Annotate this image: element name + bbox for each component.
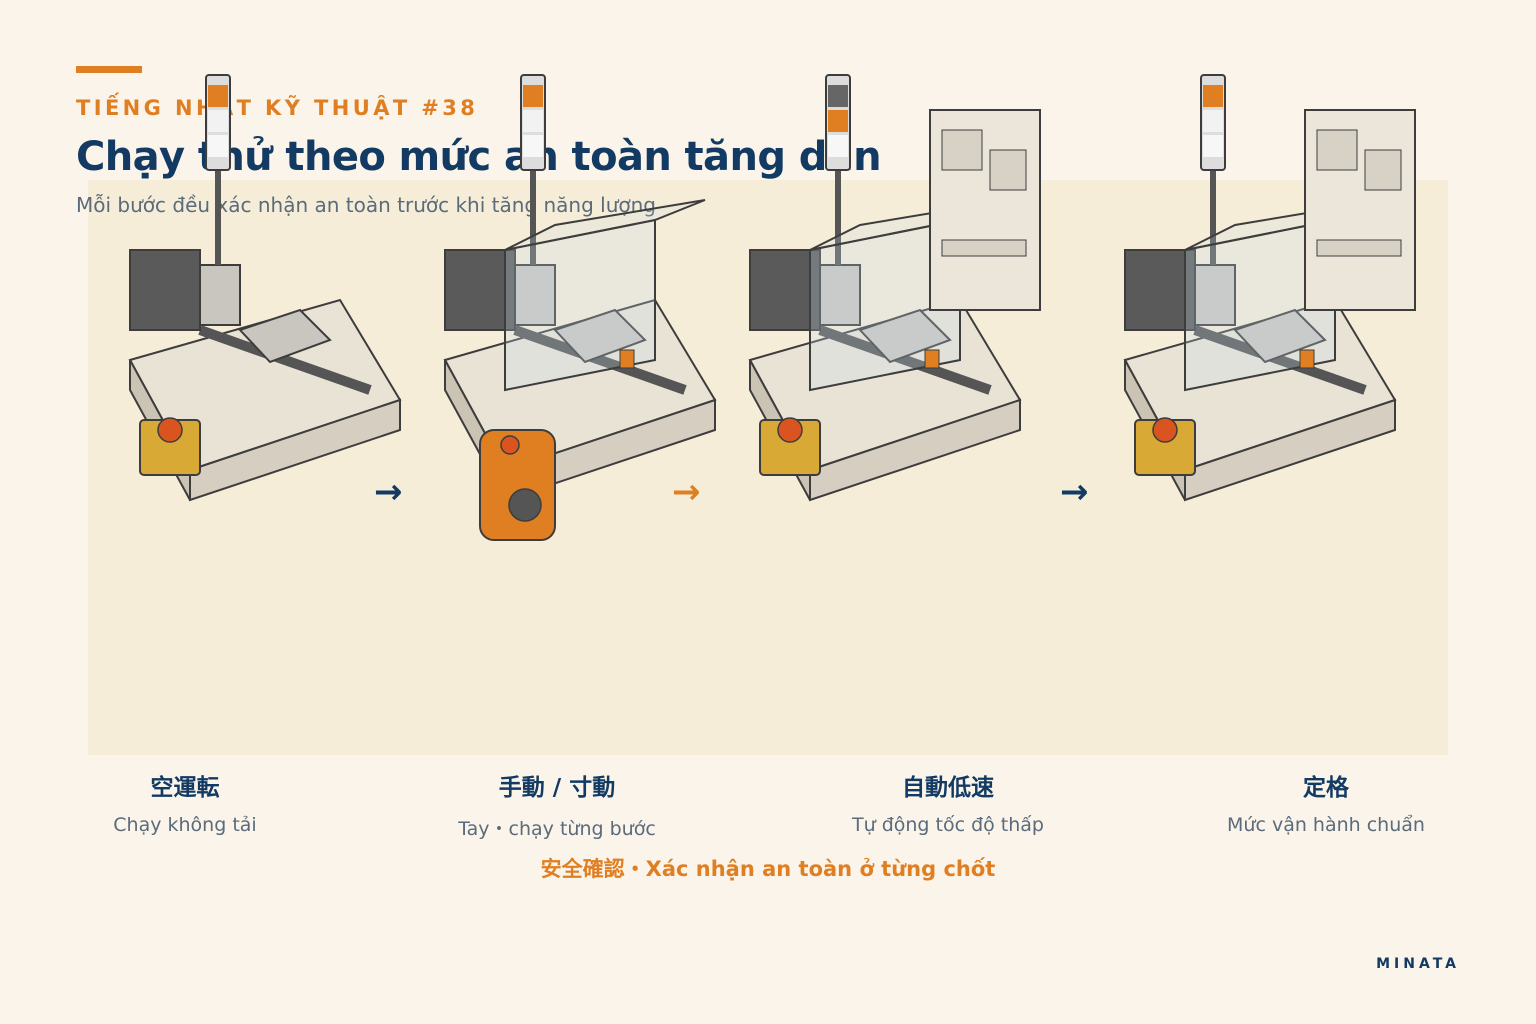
arrow-3: → [1060, 472, 1089, 512]
stage-4-label: 定格 Mức vận hành chuẩn [1196, 768, 1456, 836]
interlock-sensor [619, 349, 635, 369]
emergency-stop-button [157, 417, 183, 443]
terminal-block [1316, 239, 1402, 257]
ball-screw [1193, 325, 1367, 395]
arrow-2: → [672, 472, 701, 512]
ball-screw [198, 325, 372, 395]
series-kicker: TIẾNG NHẬT KỸ THUẬT #38 [76, 96, 479, 120]
signal-lamp-middle [523, 110, 543, 132]
contactor [1316, 129, 1358, 171]
signal-lamp-top [1203, 85, 1223, 107]
safety-note: 安全確認・Xác nhận an toàn ở từng chốt [540, 857, 996, 881]
servo-motor [444, 249, 516, 331]
arrow-1: → [374, 472, 403, 512]
stage-1-illustration [128, 74, 402, 502]
page-subtitle: Mỗi bước đều xác nhận an toàn trước khi … [76, 193, 656, 217]
signal-lamp-bottom [523, 135, 543, 157]
ball-screw [818, 325, 992, 395]
servo-motor [129, 249, 201, 331]
stage-1-jp: 空運転 [150, 775, 220, 801]
slider-carriage [1233, 308, 1327, 364]
stage-3-vi: Tự động tốc độ thấp [852, 814, 1044, 836]
signal-lamp-bottom [828, 135, 848, 157]
signal-lamp-middle [828, 110, 848, 132]
stage-4-jp: 定格 [1303, 775, 1349, 801]
accent-bar [76, 66, 142, 73]
interlock-sensor [1299, 349, 1315, 369]
emergency-stop-button [1152, 417, 1178, 443]
safety-cover-top [504, 199, 706, 251]
slider-carriage [858, 308, 952, 364]
signal-lamp-middle [1203, 110, 1223, 132]
motor-coupling [199, 264, 241, 326]
stage-2-illustration [443, 74, 717, 541]
slider-carriage [553, 308, 647, 364]
servo-motor [1124, 249, 1196, 331]
contactor [941, 129, 983, 171]
signal-lamp-top [523, 85, 543, 107]
motor-coupling [1194, 264, 1236, 326]
signal-lamp-top [208, 85, 228, 107]
stage-4-vi: Mức vận hành chuẩn [1227, 814, 1425, 836]
relay [1364, 149, 1402, 191]
stage-4-illustration [1123, 74, 1416, 502]
ball-screw [513, 325, 687, 395]
stage-3-jp: 自動低速 [902, 775, 994, 801]
pendant-stop-button [500, 435, 520, 455]
stage-3-label: 自動低速 Tự động tốc độ thấp [818, 768, 1078, 836]
stage-1-label: 空運転 Chạy không tải [55, 768, 315, 836]
relay [989, 149, 1027, 191]
slider-carriage [238, 308, 332, 364]
stage-3-illustration [748, 74, 1041, 502]
brand-logo: MINATA [1376, 956, 1460, 972]
terminal-block [941, 239, 1027, 257]
signal-lamp-bottom [1203, 135, 1223, 157]
servo-motor [749, 249, 821, 331]
stage-2-vi: Tay・chạy từng bước [458, 818, 656, 840]
jog-wheel [508, 488, 542, 522]
stage-2-jp: 手動 / 寸動 [498, 775, 616, 801]
emergency-stop-button [777, 417, 803, 443]
interlock-sensor [924, 349, 940, 369]
signal-lamp-top [828, 85, 848, 107]
signal-lamp-bottom [208, 135, 228, 157]
signal-lamp-middle [208, 110, 228, 132]
stage-2-label: 手動 / 寸動 Tay・chạy từng bước [427, 768, 687, 841]
stage-1-vi: Chạy không tải [113, 814, 257, 836]
